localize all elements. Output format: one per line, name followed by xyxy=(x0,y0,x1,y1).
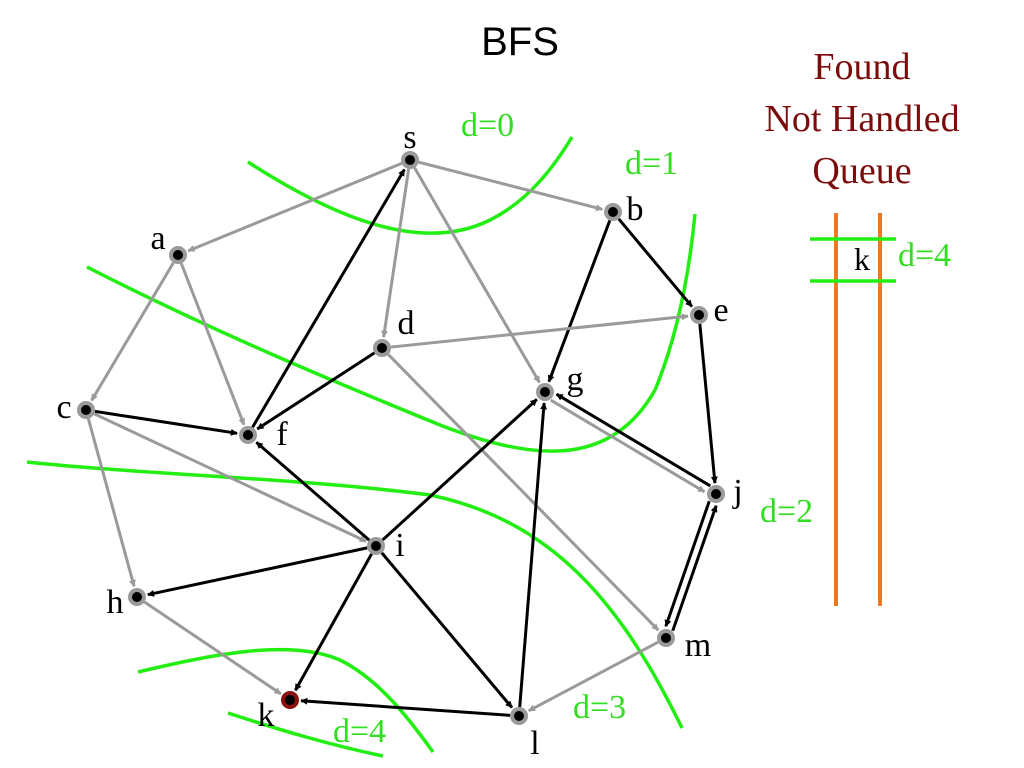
edge-l-g xyxy=(518,402,548,708)
edge-f-s xyxy=(251,168,406,429)
node-dot xyxy=(540,387,550,397)
edge-s-a xyxy=(187,162,403,253)
node-b: b xyxy=(604,191,644,228)
node-dot xyxy=(608,207,618,217)
edge-j-m xyxy=(664,500,711,627)
node-h: h xyxy=(107,584,146,621)
node-f: f xyxy=(239,416,288,453)
node-label-d: d xyxy=(398,305,415,342)
queue-level-label: d=4 xyxy=(898,237,951,274)
node-l: l xyxy=(510,707,540,762)
edge-b-e xyxy=(617,217,694,308)
node-e: e xyxy=(690,292,729,329)
edge-a-c xyxy=(90,261,175,402)
node-label-h: h xyxy=(107,584,124,621)
node-s: s xyxy=(401,119,419,169)
node-j: j xyxy=(707,473,743,510)
node-label-l: l xyxy=(530,725,539,762)
node-label-e: e xyxy=(713,292,728,329)
edge-h-k xyxy=(143,600,282,696)
node-c: c xyxy=(56,389,95,426)
node-m: m xyxy=(657,627,711,664)
node-label-f: f xyxy=(276,416,288,453)
node-label-m: m xyxy=(685,627,711,664)
node-label-g: g xyxy=(567,361,584,398)
level-label-d1: d=1 xyxy=(625,145,678,182)
node-label-c: c xyxy=(56,389,71,426)
node-dot xyxy=(285,695,295,705)
queue: k d=4 xyxy=(810,213,951,606)
node-dot xyxy=(711,489,721,499)
node-dot xyxy=(371,541,381,551)
node-g: g xyxy=(536,361,584,401)
node-dot xyxy=(405,155,415,165)
edge-s-b xyxy=(418,160,604,212)
node-a: a xyxy=(150,220,187,264)
edge-c-i xyxy=(93,412,367,543)
node-label-b: b xyxy=(627,191,644,228)
edge-c-h xyxy=(86,418,136,588)
legend-queue: Queue xyxy=(812,150,911,192)
edges xyxy=(86,160,718,717)
node-label-s: s xyxy=(403,119,416,156)
edge-g-j xyxy=(549,398,706,494)
legend: Found Not Handled Queue xyxy=(764,46,959,192)
edge-b-g xyxy=(547,219,612,383)
edge-c-f xyxy=(94,409,238,436)
level-label-d4: d=4 xyxy=(333,713,386,750)
edge-j-g xyxy=(555,392,712,488)
node-label-j: j xyxy=(732,473,742,510)
node-k: k xyxy=(258,691,299,734)
edge-i-k xyxy=(294,553,373,692)
node-dot xyxy=(694,310,704,320)
edge-s-d xyxy=(381,168,411,338)
frontier-curves xyxy=(26,136,697,758)
node-dot xyxy=(514,711,524,721)
legend-found: Found xyxy=(813,46,910,88)
level-label-d0: d=0 xyxy=(461,107,514,144)
edge-d-m xyxy=(387,353,660,632)
frontier-d4 xyxy=(227,711,384,758)
level-label-d3: d=3 xyxy=(573,689,626,726)
legend-not-handled: Not Handled xyxy=(764,98,959,140)
node-dot xyxy=(173,250,183,260)
edge-i-h xyxy=(147,546,368,597)
level-label-d2: d=2 xyxy=(760,493,813,530)
queue-item: k xyxy=(854,241,870,277)
edge-d-f xyxy=(256,351,376,431)
edge-m-j xyxy=(671,505,718,632)
edge-i-f xyxy=(255,441,371,542)
edge-i-l xyxy=(380,551,514,709)
edge-m-l xyxy=(528,640,659,713)
node-i: i xyxy=(367,527,405,564)
node-label-k: k xyxy=(258,697,275,734)
node-label-a: a xyxy=(150,220,165,257)
edge-d-e xyxy=(390,313,689,349)
frontier-d3 xyxy=(137,647,435,754)
edge-i-g xyxy=(381,398,538,542)
node-dot xyxy=(661,633,671,643)
edge-a-f xyxy=(179,262,246,426)
edge-s-g xyxy=(413,167,541,384)
node-dot xyxy=(243,430,253,440)
edge-l-k xyxy=(300,697,511,717)
nodes: s a b c d e f g h i j k l m xyxy=(56,119,742,762)
node-d: d xyxy=(373,305,415,357)
node-label-i: i xyxy=(395,527,404,564)
edge-e-j xyxy=(698,323,718,484)
node-dot xyxy=(81,405,91,415)
node-dot xyxy=(132,592,142,602)
node-dot xyxy=(377,343,387,353)
page-title: BFS xyxy=(481,20,559,64)
